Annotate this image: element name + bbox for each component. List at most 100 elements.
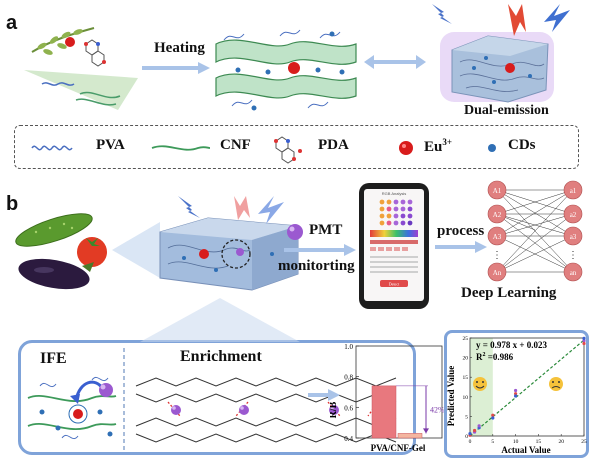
monitoring-label: monitorting xyxy=(278,258,355,274)
regression-xtick-label: 25 xyxy=(581,439,587,445)
panel-a-letter: a xyxy=(6,12,18,34)
regression-point xyxy=(514,388,518,393)
regression-ytick-label: 0 xyxy=(465,434,468,440)
panel-b-letter: b xyxy=(6,193,19,215)
nn-edge xyxy=(496,213,574,237)
nn-output-label: a3 xyxy=(570,233,577,241)
eu-ion-dot xyxy=(65,37,75,47)
nn-input-node xyxy=(487,226,507,246)
bar-chart-category-label: PVA/CNF-Gel xyxy=(371,443,426,453)
heating-arrow-icon xyxy=(142,62,210,74)
nn-output-label: a1 xyxy=(570,187,577,195)
regression-equation: y = 0.978 x + 0.023 xyxy=(476,340,548,350)
cds-legend-icon xyxy=(488,144,496,152)
rb-bar-chart: 0.4 0.6 0.8 1.0 42% R/B PVA/CNF-Gel xyxy=(330,343,445,453)
nn-output-node xyxy=(563,204,583,224)
legend-box xyxy=(14,125,579,169)
mechanism-box xyxy=(18,340,416,455)
pva-legend-label: PVA xyxy=(96,137,125,153)
pda-legend-label: PDA xyxy=(318,137,349,153)
nn-edge xyxy=(496,189,574,237)
rb-bar xyxy=(397,433,423,439)
regression-ylabel: Predicted Value xyxy=(446,366,456,427)
nn-edge xyxy=(496,213,574,273)
pva-legend-icon xyxy=(31,145,73,151)
nn-input-node xyxy=(487,180,507,200)
regression-point xyxy=(514,392,518,396)
pmt-dot-icon xyxy=(287,224,303,240)
nn-output-node xyxy=(563,262,583,282)
phone-title: RGB Analysis xyxy=(381,191,407,196)
regression-point xyxy=(582,336,586,340)
nn-edge xyxy=(496,235,574,273)
bar-chart-ytick-label: 0.4 xyxy=(344,435,353,443)
nn-edge xyxy=(496,189,574,215)
cnf-legend-icon xyxy=(151,145,211,151)
dual-emission-label: Dual-emission xyxy=(464,103,549,118)
regression-point xyxy=(582,339,586,343)
heating-label: Heating xyxy=(154,40,205,56)
process-label: process xyxy=(437,223,485,239)
nn-edge xyxy=(496,189,574,273)
bar-chart-ytick-label: 0.8 xyxy=(344,374,353,382)
nn-output-label: an xyxy=(570,269,577,277)
nn-input-label: A3 xyxy=(493,233,502,241)
phone-detect-button: Detect xyxy=(389,282,400,287)
regression-ytick-label: 15 xyxy=(463,375,469,381)
happy-emoji-icon xyxy=(473,377,487,391)
mechanism-divider xyxy=(123,348,125,450)
regression-xlabel: Actual Value xyxy=(501,445,550,455)
regression-point xyxy=(472,428,477,433)
cnf-gel-illustration xyxy=(215,29,357,111)
regression-xtick-label: 20 xyxy=(558,439,564,445)
regression-plot-frame xyxy=(469,337,585,437)
nn-input-label: A2 xyxy=(493,211,502,219)
regression-xtick-label: 0 xyxy=(469,439,472,445)
vegetables-illustration xyxy=(15,213,107,290)
regression-chart-frame xyxy=(444,330,589,458)
bar-chart-annotation: 42% xyxy=(430,406,445,415)
pda-molecule-icon xyxy=(85,39,105,67)
ife-label: IFE xyxy=(40,350,67,367)
worried-emoji-icon xyxy=(549,377,563,391)
to-bar-chart-arrow-icon xyxy=(308,389,340,401)
pmt-label: PMT xyxy=(309,222,343,238)
nn-input-label: An xyxy=(493,269,502,277)
bar-chart-change-arrowhead xyxy=(423,428,429,434)
regression-r2: R2 =0.986 xyxy=(476,352,514,362)
regression-ytick-label: 25 xyxy=(463,336,469,342)
nn-input-node xyxy=(487,262,507,282)
regression-point xyxy=(468,432,472,436)
regression-xtick-label: 5 xyxy=(491,439,494,445)
regression-point xyxy=(514,394,518,398)
eu-legend-label: Eu3+ xyxy=(424,137,452,155)
sensing-gel-cube-illustration xyxy=(112,196,299,291)
enrichment-structure-illustration xyxy=(135,377,397,443)
deep-learning-label: Deep Learning xyxy=(461,285,557,301)
monitoring-arrow-icon xyxy=(284,244,356,256)
phone-rgb-grid: Detect xyxy=(370,199,418,287)
zoom-cone-illustration xyxy=(140,298,300,342)
regression-point xyxy=(491,416,495,420)
nn-input-label: A1 xyxy=(493,187,502,195)
nn-output-node xyxy=(563,180,583,200)
enrichment-label: Enrichment xyxy=(180,348,262,365)
bar-chart-ytick-label: 1.0 xyxy=(344,343,353,351)
regression-ytick-label: 20 xyxy=(463,356,469,362)
nn-output-node xyxy=(563,226,583,246)
regression-point xyxy=(582,341,586,346)
process-arrow-icon xyxy=(435,241,487,253)
reversible-arrow-icon xyxy=(364,55,426,69)
regression-xtick-label: 10 xyxy=(513,439,519,445)
eu-legend-icon xyxy=(399,141,413,155)
regression-point xyxy=(477,424,481,428)
phone-screen: RGB Analysis Detect xyxy=(364,189,424,301)
bar-chart-ytick-label: 0.6 xyxy=(344,404,353,412)
nn-input-ellipsis: ⋮ xyxy=(492,250,502,261)
regression-ytick-label: 5 xyxy=(465,414,468,420)
nn-output-label: a2 xyxy=(570,211,577,219)
nn-input-node xyxy=(487,204,507,224)
bar-chart-ylabel: R/B xyxy=(330,401,339,418)
